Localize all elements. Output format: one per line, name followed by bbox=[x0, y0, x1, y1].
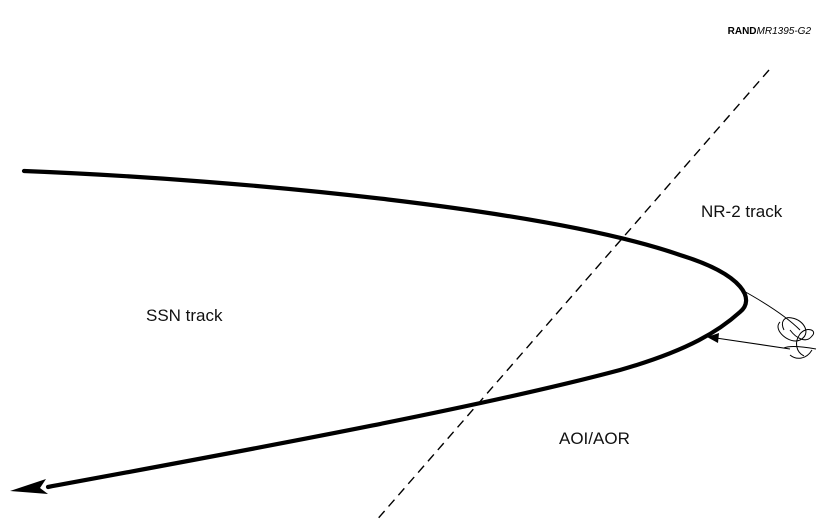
figure-id-prefix: RAND bbox=[728, 26, 757, 37]
aoi-aor-boundary-line bbox=[374, 69, 770, 523]
nr2-track-line bbox=[741, 289, 801, 331]
ssn-track-label: SSN track bbox=[146, 306, 223, 325]
nr2-track-arrowhead bbox=[707, 333, 719, 343]
aoi-aor-label: AOI/AOR bbox=[559, 429, 630, 448]
nr2-track-arrow-shaft bbox=[715, 337, 791, 350]
ssn-track-arrowhead bbox=[10, 479, 48, 494]
figure-id: RANDMR1395-G2 bbox=[728, 26, 812, 37]
nr2-track-loop bbox=[777, 317, 817, 359]
ssn-track-curve bbox=[21, 168, 749, 490]
nr2-track-label: NR-2 track bbox=[701, 202, 783, 221]
figure-id-code: MR1395-G2 bbox=[757, 26, 812, 37]
